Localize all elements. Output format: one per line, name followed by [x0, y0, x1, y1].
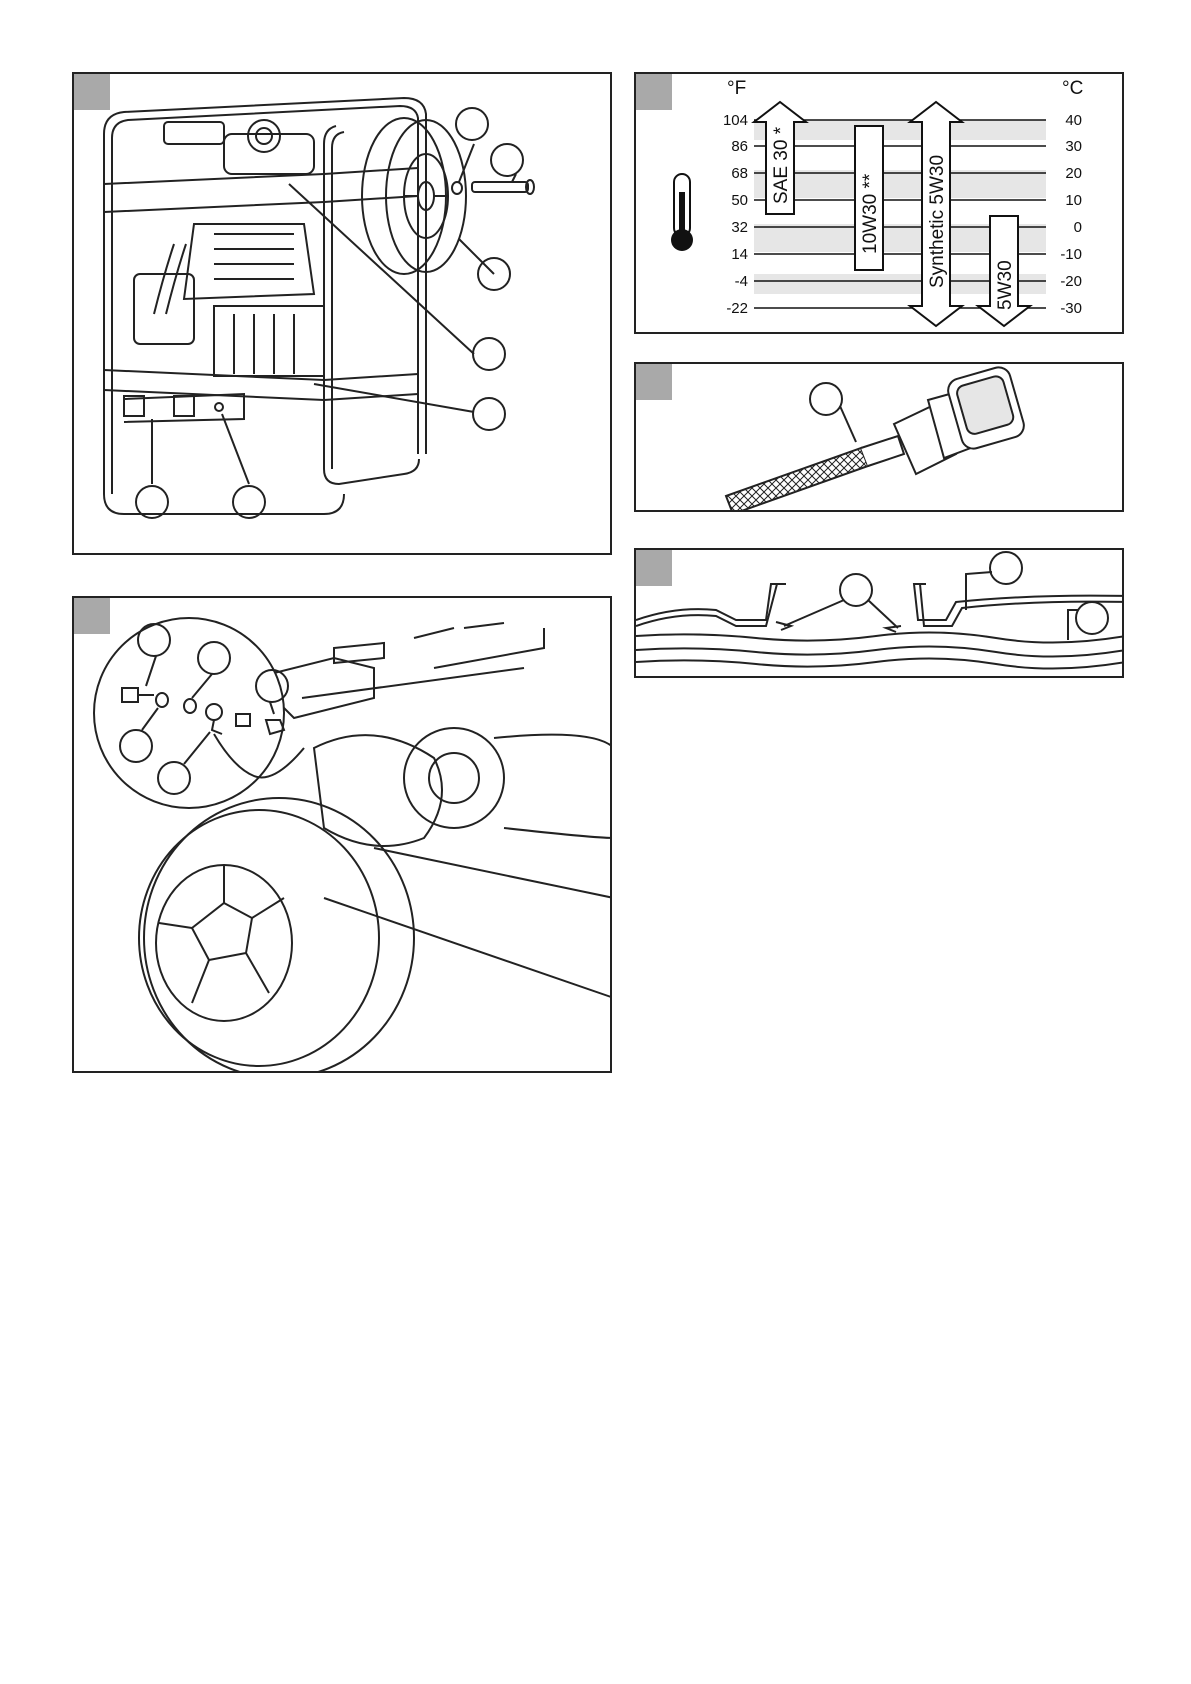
fahrenheit-tick: -22 — [726, 300, 748, 317]
fahrenheit-tick: 32 — [731, 219, 748, 236]
celsius-tick: 10 — [1065, 192, 1082, 209]
figure-number-tag — [636, 550, 672, 586]
figure-generator-wheel-kit — [72, 72, 612, 555]
figure-oil-viscosity-chart: °F °C 104 86 68 50 32 14 -4 -22 40 30 20 — [634, 72, 1124, 334]
figure-number-tag — [74, 74, 110, 110]
figure-ground-connection — [72, 596, 612, 1073]
temperature-band — [754, 274, 1046, 294]
celsius-tick: -20 — [1060, 273, 1082, 290]
figure-oil-level-section — [634, 548, 1124, 678]
celsius-tick: -10 — [1060, 246, 1082, 263]
sae30-label: SAE 30 * — [771, 126, 792, 204]
10w30-label: 10W30 ** — [860, 173, 881, 254]
fahrenheit-tick: 86 — [731, 138, 748, 155]
fahrenheit-unit-label: °F — [727, 78, 746, 99]
fahrenheit-tick: 68 — [731, 165, 748, 182]
fahrenheit-tick: 104 — [723, 112, 748, 129]
thermometer-icon — [671, 173, 693, 251]
celsius-tick: -30 — [1060, 300, 1082, 317]
celsius-tick: 40 — [1065, 112, 1082, 129]
figure-number-tag — [636, 364, 672, 400]
synthetic-5w30-range-arrow: Synthetic 5W30 — [907, 100, 965, 328]
figure-number-tag — [74, 598, 110, 634]
celsius-tick: 20 — [1065, 165, 1082, 182]
oil-chart-svg: °F °C 104 86 68 50 32 14 -4 -22 40 30 20 — [671, 78, 1083, 328]
figure-oil-dipstick — [634, 362, 1124, 512]
dipstick-illustration — [724, 366, 1025, 510]
fahrenheit-tick: -4 — [735, 273, 748, 290]
celsius-tick: 30 — [1065, 138, 1082, 155]
celsius-unit-label: °C — [1062, 78, 1083, 99]
5w30-range-arrow: 5W30 — [975, 215, 1033, 328]
fahrenheit-tick: 14 — [731, 246, 748, 263]
temperature-band — [754, 120, 1046, 140]
oil-level-illustration — [636, 551, 1122, 670]
synthetic-5w30-label: Synthetic 5W30 — [927, 155, 948, 288]
10w30-range-box: 10W30 ** — [854, 125, 884, 271]
figure-number-tag — [636, 74, 672, 110]
temperature-band — [754, 170, 1046, 198]
fahrenheit-tick: 50 — [731, 192, 748, 209]
5w30-label: 5W30 — [995, 260, 1016, 310]
generator-frame-illustration — [103, 96, 535, 519]
ground-connection-illustration — [93, 617, 610, 1071]
sae30-range-arrow: SAE 30 * — [751, 100, 809, 215]
celsius-tick: 0 — [1074, 219, 1082, 236]
